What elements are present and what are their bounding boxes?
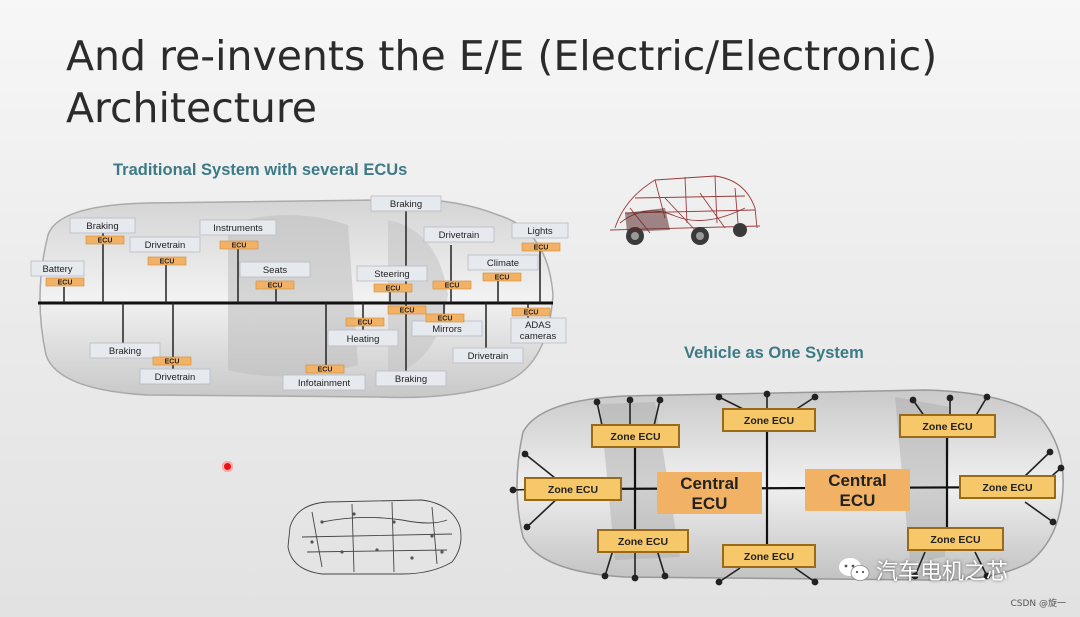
label-braking: Braking [86, 221, 118, 232]
ecu-tag: ECU [495, 275, 510, 282]
label-adas: ADAS [525, 320, 551, 331]
zone-ecu-label: Zone ECU [982, 482, 1032, 494]
zone-ecu-label: Zone ECU [610, 431, 660, 443]
ecu-tag: ECU [165, 359, 180, 366]
ecu-tag: ECU [400, 308, 415, 315]
zone-ecu-label: Zone ECU [744, 551, 794, 563]
one-system-heading: Vehicle as One System [684, 344, 864, 362]
label-battery: Battery [42, 264, 72, 275]
central-ecu-label-1: Central [680, 474, 739, 493]
central-ecu-label-2: ECU [840, 491, 876, 510]
label-steering: Steering [374, 269, 409, 280]
central-ecu-label-1: Central [828, 471, 887, 490]
traditional-heading: Traditional System with several ECUs [113, 161, 408, 179]
ecu-tag: ECU [438, 316, 453, 323]
zone-ecu-label: Zone ECU [930, 534, 980, 546]
label-instruments: Instruments [213, 223, 263, 234]
label-mirrors: Mirrors [432, 324, 462, 335]
zone-ecu-label: Zone ECU [922, 421, 972, 433]
label-lights: Lights [527, 226, 553, 237]
watermark-text: 汽车电机之芯 [876, 560, 1009, 585]
label-adas-cameras: cameras [520, 331, 557, 342]
zone-ecu-label: Zone ECU [744, 415, 794, 427]
zone-ecu-label: Zone ECU [548, 484, 598, 496]
wire-harness-car-image [609, 175, 761, 245]
label-drivetrain: Drivetrain [145, 240, 186, 251]
label-braking-low: Braking [109, 346, 141, 357]
one-system-diagram: Zone ECU Zone ECU Zone ECU Zone ECU Zone… [509, 389, 1065, 586]
label-drivetrain-low: Drivetrain [155, 372, 196, 383]
slide-title: And re-invents the E/E (Electric/Electro… [66, 32, 938, 132]
csdn-tag: CSDN @旋一 [1010, 599, 1066, 609]
ecu-tag: ECU [445, 283, 460, 290]
ecu-tag: ECU [386, 286, 401, 293]
ecu-tag: ECU [232, 243, 247, 250]
label-climate: Climate [487, 258, 519, 269]
wiring-sketch-image [287, 499, 462, 575]
ecu-tag: ECU [534, 245, 549, 252]
laser-pointer-dot [222, 461, 233, 472]
label-heating: Heating [347, 334, 380, 345]
label-braking-bottom: Braking [395, 374, 427, 385]
wechat-icon [838, 557, 870, 583]
ecu-tag: ECU [160, 259, 175, 266]
label-infotainment: Infotainment [298, 378, 351, 389]
ecu-tag: ECU [268, 283, 283, 290]
ecu-tag: ECU [318, 367, 333, 374]
label-drivetrain-bottom: Drivetrain [468, 351, 509, 362]
label-braking-top: Braking [390, 199, 422, 210]
ecu-tag: ECU [98, 238, 113, 245]
central-ecu-label-2: ECU [692, 494, 728, 513]
ecu-tag: ECU [58, 280, 73, 287]
ecu-tag: ECU [524, 310, 539, 317]
watermark: 汽车电机之芯 [838, 554, 1008, 586]
zone-ecu-label: Zone ECU [618, 536, 668, 548]
traditional-system-diagram: Braking Battery Drivetrain Instruments S… [30, 195, 569, 399]
label-seats: Seats [263, 265, 288, 276]
label-drivetrain-2: Drivetrain [439, 230, 480, 241]
ecu-tag: ECU [358, 320, 373, 327]
